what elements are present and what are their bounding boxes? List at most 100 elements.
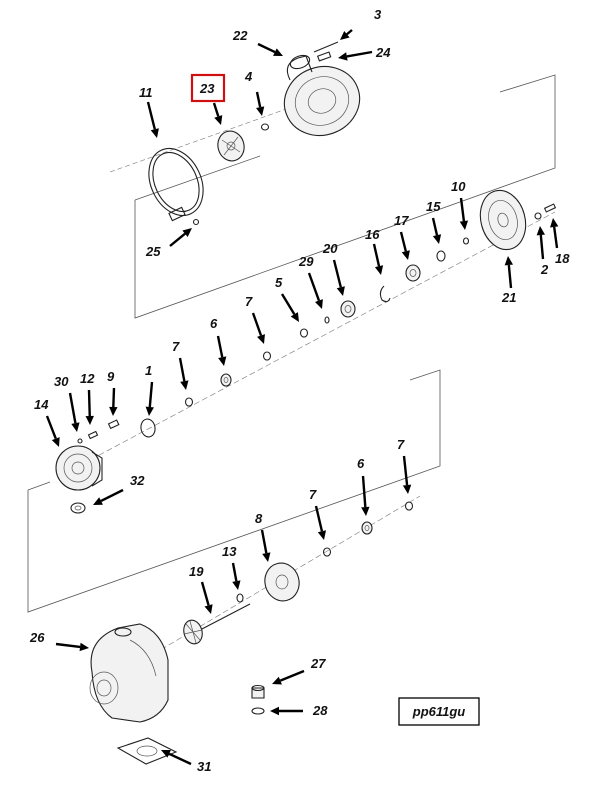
arrowhead-16 — [374, 265, 384, 275]
leader-line-13 — [231, 562, 238, 582]
leader-line-26 — [55, 642, 81, 649]
turbine-housing-part-26 — [89, 623, 169, 723]
journal-bearing-part-6a — [220, 373, 232, 387]
washer-part-2 — [534, 212, 542, 220]
leader-line-19 — [200, 581, 210, 606]
arrowhead-23 — [214, 115, 223, 125]
retaining-ring-part-7b — [184, 397, 194, 407]
arrowhead-7b — [180, 380, 189, 390]
thrust-collar-part-17 — [405, 264, 421, 282]
leader-line-17 — [399, 231, 407, 252]
callout-25: 25 — [145, 244, 161, 259]
callout-13: 13 — [222, 544, 237, 559]
arrowhead-3 — [340, 31, 350, 40]
snap-ring-part-16 — [379, 285, 391, 303]
callout-17: 17 — [394, 213, 409, 228]
leader-line-7b — [178, 357, 186, 382]
leader-line-24 — [346, 50, 373, 58]
arrowhead-19 — [204, 604, 213, 614]
oring-part-28 — [251, 707, 265, 715]
clamp-nut-part-25 — [192, 218, 200, 226]
leader-line-22 — [257, 42, 276, 54]
compressor-housing-part-22 — [283, 54, 361, 137]
callout-11: 11 — [139, 85, 153, 100]
callout-6a: 6 — [210, 316, 218, 331]
leader-line-29 — [307, 272, 321, 301]
arrowhead-17 — [401, 250, 410, 260]
arrowhead-32 — [93, 497, 103, 505]
arrowhead-14 — [51, 437, 60, 447]
callout-10: 10 — [451, 179, 466, 194]
leader-line-1 — [148, 381, 154, 408]
callout-14: 14 — [34, 397, 49, 412]
leader-line-5 — [280, 293, 296, 315]
callout-15: 15 — [426, 199, 441, 214]
leader-line-10 — [459, 197, 466, 222]
drawing-code-label: pp611gu — [412, 704, 466, 719]
arrowhead-11 — [150, 128, 159, 138]
plug-part-30 — [77, 438, 83, 444]
callout-19: 19 — [189, 564, 204, 579]
fitting-part-9 — [107, 419, 120, 430]
leader-line-7c — [314, 505, 324, 532]
arrowhead-18 — [550, 218, 559, 228]
callout-22: 22 — [232, 28, 248, 43]
leader-line-8 — [260, 529, 268, 554]
projection-frames — [27, 74, 556, 613]
arrowhead-2 — [536, 226, 545, 236]
arrowhead-8 — [262, 552, 271, 562]
arrowhead-1 — [145, 406, 154, 416]
leader-line-21 — [507, 264, 513, 289]
leader-line-30 — [68, 392, 77, 424]
callout-2: 2 — [540, 262, 549, 277]
leader-line-31 — [168, 752, 192, 766]
callout-20: 20 — [322, 241, 338, 256]
callout-29: 29 — [298, 254, 314, 269]
leader-line-23 — [212, 102, 220, 117]
arrowhead-5 — [290, 312, 299, 322]
nut-part-4 — [260, 123, 270, 131]
leader-line-3 — [346, 29, 353, 36]
leader-line-20 — [332, 259, 342, 288]
exhaust-gasket-part-31 — [116, 737, 178, 765]
drawing-code-box: pp611gu — [398, 697, 480, 726]
heat-shield-part-8 — [264, 562, 300, 602]
callout-23: 23 — [199, 81, 215, 96]
leader-line-14 — [45, 415, 57, 440]
arrowhead-13 — [232, 580, 241, 590]
callout-1: 1 — [145, 363, 152, 378]
leader-line-32 — [100, 488, 124, 503]
callout-9: 9 — [107, 369, 115, 384]
arrowhead-7d — [402, 484, 412, 494]
screw-part-12 — [87, 430, 99, 440]
leader-line-25 — [169, 232, 186, 247]
callout-16: 16 — [365, 227, 380, 242]
retaining-ring-part-7a — [262, 351, 272, 361]
arrowhead-22 — [273, 48, 283, 56]
compressor-wheel-part-23 — [217, 130, 245, 162]
callout-31: 31 — [197, 759, 211, 774]
arrowhead-10 — [459, 220, 469, 230]
turbine-wheel-part-19 — [183, 603, 251, 645]
arrowhead-7c — [317, 530, 327, 540]
arrowhead-6b — [361, 506, 370, 516]
oring-part-1 — [140, 418, 156, 438]
screw-part-24 — [316, 51, 332, 62]
arrowhead-31 — [161, 750, 171, 758]
retaining-ring-part-7c — [322, 547, 332, 557]
leader-line-9 — [112, 387, 116, 408]
callout-26: 26 — [29, 630, 45, 645]
arrowhead-9 — [109, 406, 118, 416]
arrowhead-25 — [182, 228, 192, 237]
arrowhead-27 — [272, 676, 282, 685]
journal-bearing-part-6b — [361, 521, 373, 535]
spacer-part-29 — [324, 316, 330, 324]
arrowhead-7a — [257, 334, 265, 344]
arrowhead-30 — [71, 422, 80, 432]
arrowhead-4 — [256, 106, 265, 116]
assembly-axes — [74, 87, 556, 669]
leader-line-15 — [431, 217, 439, 236]
ring-part-5 — [299, 328, 309, 338]
arrowhead-20 — [336, 286, 345, 296]
backplate-part-21 — [479, 189, 527, 251]
